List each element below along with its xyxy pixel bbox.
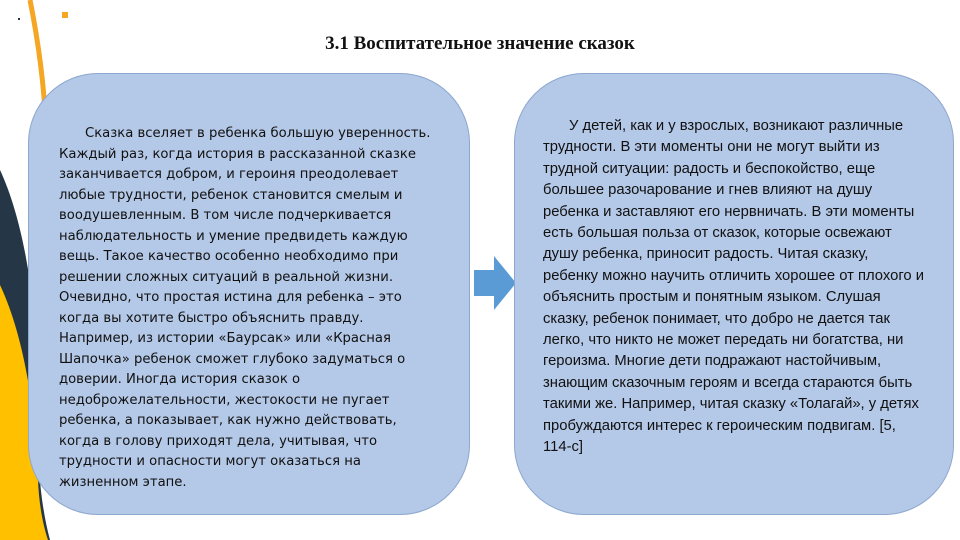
- orange-square-dot: [62, 12, 68, 18]
- right-arrow-icon: [474, 256, 516, 310]
- small-navy-dot: [18, 18, 20, 20]
- page-title: 3.1 Воспитательное значение сказок: [325, 33, 635, 54]
- right-text-card: У детей, как и у взрослых, возникают раз…: [514, 73, 954, 515]
- left-text-card: Сказка вселяет в ребенка большую уверенн…: [28, 73, 470, 515]
- right-paragraph: У детей, как и у взрослых, возникают раз…: [543, 118, 924, 456]
- left-paragraph: Сказка вселяет в ребенка большую уверенн…: [59, 126, 431, 490]
